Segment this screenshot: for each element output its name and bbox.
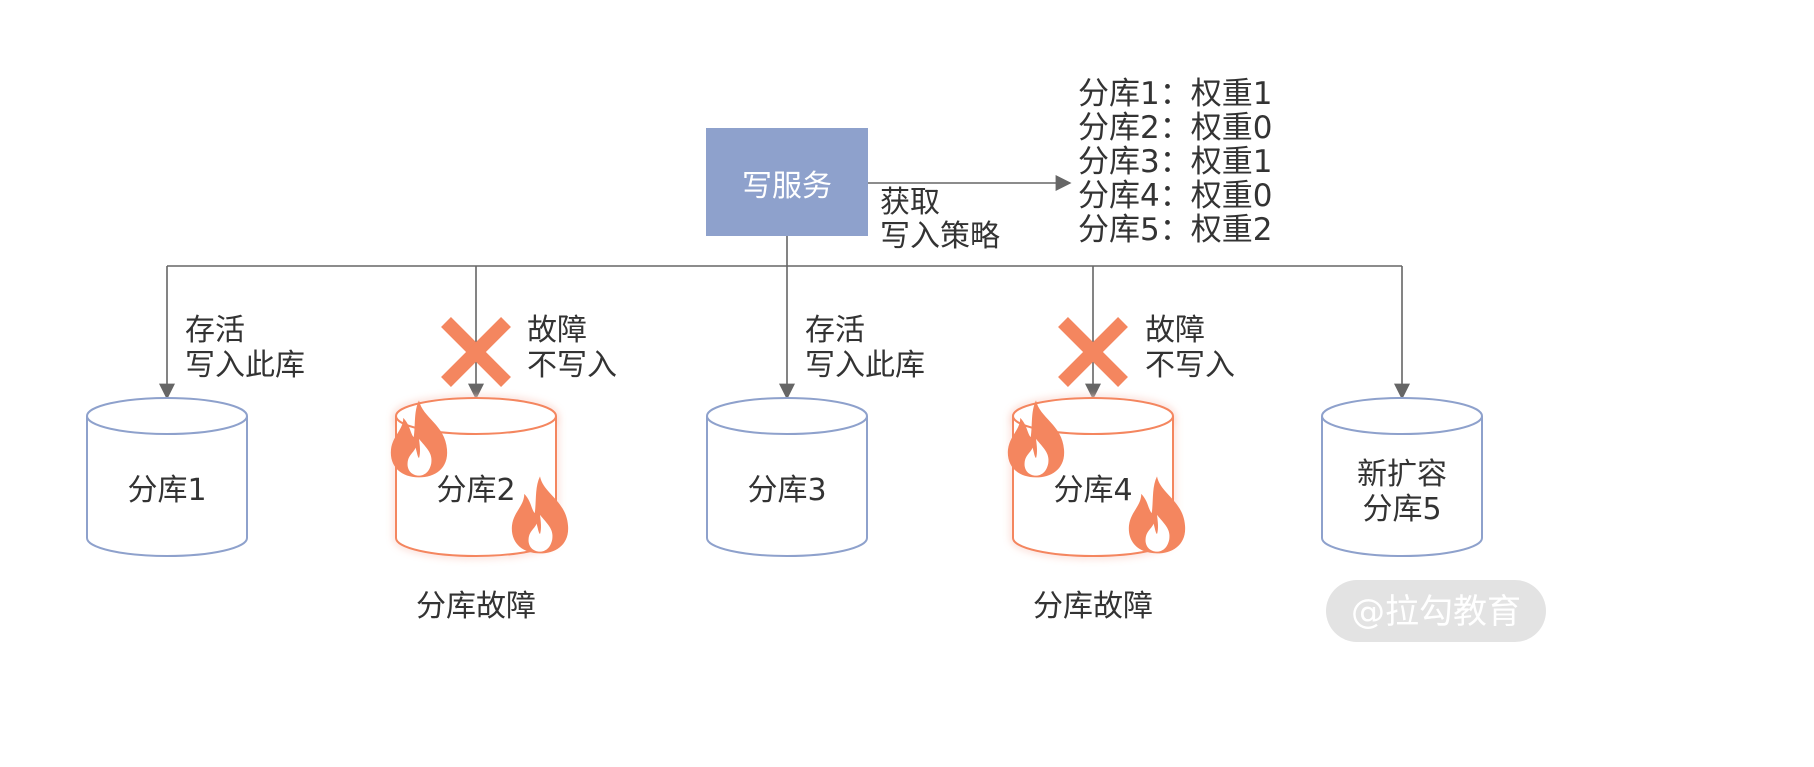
distribution-lines xyxy=(159,236,1410,400)
weight-item: 分库2：权重0 xyxy=(1078,110,1272,146)
branch-label-db3-line1: 存活 xyxy=(805,313,865,348)
branch-label-db1-line1: 存活 xyxy=(185,313,245,348)
weight-item: 分库4：权重0 xyxy=(1078,178,1272,214)
database-label: 分库3 xyxy=(747,473,826,508)
database-label: 分库4 xyxy=(1053,473,1132,508)
database-cylinder-icon xyxy=(1321,416,1483,557)
failure-caption: 分库故障 xyxy=(1033,589,1153,624)
failure-caption: 分库故障 xyxy=(416,589,536,624)
fetch-strategy-label-line2: 写入策略 xyxy=(880,219,1000,254)
database-5: 新扩容 分库5 xyxy=(1321,397,1483,557)
database-cylinder-icon xyxy=(706,416,868,557)
cross-icon xyxy=(1058,317,1128,387)
branch-label-db1-line2: 写入此库 xyxy=(185,348,305,383)
weight-item: 分库3：权重1 xyxy=(1078,144,1272,180)
write-service-node: 写服务 xyxy=(706,128,868,236)
branch-label-db4-line2: 不写入 xyxy=(1145,348,1235,383)
weight-item: 分库1：权重1 xyxy=(1078,76,1272,112)
database-label-line2: 分库5 xyxy=(1362,492,1441,527)
database-label: 分库2 xyxy=(436,473,515,508)
fetch-strategy-label-line1: 获取 xyxy=(880,185,940,220)
database-3: 分库3 xyxy=(706,397,868,557)
write-service-label: 写服务 xyxy=(742,169,832,204)
branch-label-db3-line2: 写入此库 xyxy=(805,348,925,383)
branch-label-db2-line1: 故障 xyxy=(527,313,587,348)
weights-list: 分库1：权重1 分库2：权重0 分库3：权重1 分库4：权重0 分库5：权重2 xyxy=(1078,76,1272,248)
database-4: 分库4 xyxy=(1007,397,1186,557)
cross-icon xyxy=(441,317,511,387)
database-1: 分库1 xyxy=(86,397,248,557)
database-label-line1: 新扩容 xyxy=(1357,457,1447,492)
weight-item: 分库5：权重2 xyxy=(1078,212,1272,248)
branch-label-db2-line2: 不写入 xyxy=(527,348,617,383)
watermark-text: @拉勾教育 xyxy=(1351,592,1521,632)
watermark-background xyxy=(1326,580,1546,642)
database-cylinder-icon xyxy=(86,416,248,557)
database-2: 分库2 xyxy=(390,397,569,557)
database-label: 分库1 xyxy=(127,473,206,508)
branch-label-db4-line1: 故障 xyxy=(1145,313,1205,348)
write-service-box xyxy=(706,128,868,236)
watermark: @拉勾教育 xyxy=(1326,580,1546,642)
